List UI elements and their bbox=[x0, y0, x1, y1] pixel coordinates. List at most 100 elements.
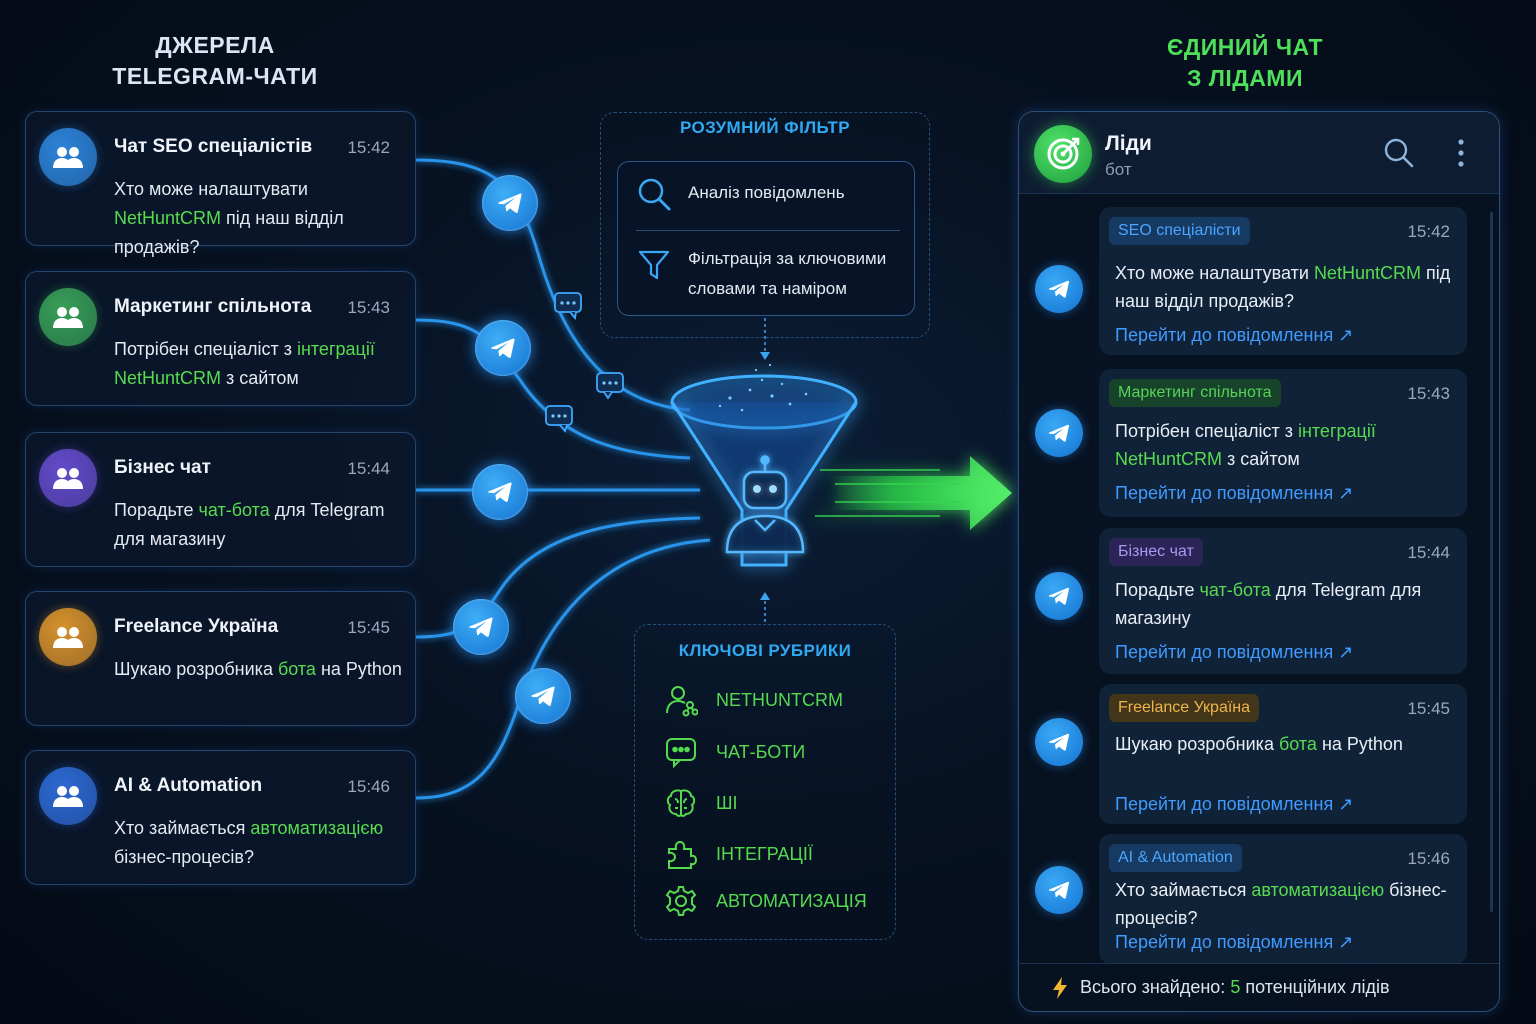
category-item: Інтеграції bbox=[664, 837, 813, 871]
group-avatar-icon bbox=[39, 608, 97, 666]
lead-time: 15:45 bbox=[1407, 699, 1450, 718]
filter-step-keywords: Фільтрація за ключовими словами та намір… bbox=[688, 249, 887, 298]
telegram-icon bbox=[1035, 866, 1083, 914]
go-to-message-link[interactable]: Перейти до повідомлення ↗ bbox=[1115, 325, 1354, 345]
message-text: Хто може налаштувати bbox=[1115, 263, 1314, 283]
message-text: з сайтом bbox=[221, 368, 299, 388]
target-icon bbox=[1047, 137, 1080, 170]
puzzle-icon bbox=[664, 837, 698, 871]
leads-total-count: 5 bbox=[1230, 977, 1241, 997]
category-label: NetHuntCRM bbox=[716, 689, 843, 710]
sources-heading: Джерела Telegram-чати bbox=[90, 30, 340, 92]
source-message: Хто займається автоматизацією бізнес-про… bbox=[114, 814, 414, 872]
lead-time: 15:42 bbox=[1407, 222, 1450, 241]
chat-scrollbar[interactable] bbox=[1490, 212, 1493, 912]
source-message: Хто може налаштувати NetHuntCRM під наш … bbox=[114, 175, 414, 262]
source-chat-name: Маркетинг спільнота bbox=[114, 296, 312, 317]
sources-heading-line-2: Telegram-чати bbox=[112, 63, 318, 89]
search-icon[interactable] bbox=[1383, 137, 1415, 169]
lead-message: Хто може налаштувати NetHuntCRM під наш … bbox=[1115, 259, 1455, 315]
lead-message: Хто займається автоматизацією бізнес-про… bbox=[1115, 876, 1455, 932]
lead-time: 15:46 bbox=[1407, 849, 1450, 868]
gear-icon bbox=[664, 884, 698, 918]
telegram-icon bbox=[453, 599, 509, 655]
message-text: Шукаю розробника bbox=[114, 659, 278, 679]
filter-icon bbox=[638, 250, 670, 280]
user-network-icon bbox=[664, 683, 698, 717]
message-keyword: бота bbox=[277, 659, 316, 679]
lightning-icon bbox=[1053, 977, 1067, 999]
telegram-icon bbox=[472, 464, 528, 520]
lead-message: Порадьте чат-бота для Telegram для магаз… bbox=[1115, 576, 1455, 632]
brain-icon bbox=[664, 786, 698, 820]
telegram-icon bbox=[475, 320, 531, 376]
go-to-message-link[interactable]: Перейти до повідомлення ↗ bbox=[1115, 642, 1354, 662]
message-text: бізнес-процесів? bbox=[114, 847, 254, 867]
telegram-icon bbox=[1035, 265, 1083, 313]
message-text: Порадьте bbox=[114, 500, 199, 520]
message-text: Потрібен спеціаліст з bbox=[114, 339, 297, 359]
categories-title: Ключові рубрики bbox=[678, 641, 852, 660]
lead-source-tag: SEO спеціалісти bbox=[1109, 217, 1250, 245]
message-text: під наш відділ продажів? bbox=[1115, 263, 1451, 311]
go-to-message-link[interactable]: Перейти до повідомлення ↗ bbox=[1115, 483, 1354, 503]
message-text: з сайтом bbox=[1222, 449, 1300, 469]
green-arrow-icon bbox=[815, 456, 1012, 530]
filter-step-analyze: Аналіз повідомлень bbox=[688, 183, 845, 202]
message-keyword: інтеграції NetHuntCRM bbox=[114, 339, 375, 388]
source-time: 15:45 bbox=[347, 618, 390, 637]
bot-name: Ліди bbox=[1105, 132, 1152, 155]
message-keyword: чат-бота bbox=[1199, 580, 1271, 600]
category-item: ШІ bbox=[664, 786, 738, 820]
categories-box bbox=[634, 624, 896, 940]
telegram-icon bbox=[1035, 409, 1083, 457]
message-text: для Telegram для магазину bbox=[114, 500, 385, 549]
lead-source-tag: AI & Automation bbox=[1109, 844, 1242, 872]
group-avatar-icon bbox=[39, 288, 97, 346]
message-text: Хто може налаштувати bbox=[114, 179, 308, 199]
source-message: Шукаю розробника бота на Python bbox=[114, 655, 414, 684]
leads-heading-line-1: Єдиний чат bbox=[1166, 34, 1324, 60]
source-message: Порадьте чат-бота для Telegram для магаз… bbox=[114, 496, 414, 554]
source-time: 15:44 bbox=[347, 459, 390, 478]
message-keyword: NetHuntCRM bbox=[114, 208, 222, 228]
message-text: під наш відділ продажів? bbox=[114, 208, 344, 257]
bot-avatar[interactable] bbox=[1034, 125, 1092, 183]
leads-total-prefix: Всього знайдено: bbox=[1080, 977, 1231, 997]
go-to-message-link[interactable]: Перейти до повідомлення ↗ bbox=[1115, 932, 1354, 952]
message-keyword: бота bbox=[1278, 734, 1317, 754]
message-text: Шукаю розробника bbox=[1115, 734, 1279, 754]
filter-steps-panel bbox=[617, 161, 915, 316]
more-menu-icon[interactable] bbox=[1451, 137, 1471, 169]
robot-icon bbox=[725, 455, 805, 554]
message-text: Порадьте bbox=[1115, 580, 1200, 600]
source-chat-name: AI & Automation bbox=[114, 775, 263, 796]
message-text: для Telegram для магазину bbox=[1115, 580, 1422, 628]
lead-source-tag: Маркетинг спільнота bbox=[1109, 379, 1281, 407]
bot-subtitle: бот bbox=[1105, 160, 1132, 179]
lead-message: Шукаю розробника бота на Python bbox=[1115, 730, 1455, 758]
source-chat-name: Бізнес чат bbox=[114, 457, 211, 478]
telegram-icon bbox=[1035, 718, 1083, 766]
group-avatar-icon bbox=[39, 128, 97, 186]
lead-message: Потрібен спеціаліст з інтеграції NetHunt… bbox=[1115, 417, 1455, 473]
group-avatar-icon bbox=[39, 449, 97, 507]
telegram-icon bbox=[1035, 572, 1083, 620]
message-keyword: автоматизацією bbox=[250, 818, 384, 838]
lead-source-tag: Бізнес чат bbox=[1109, 538, 1203, 566]
source-chat-name: Freelance Україна bbox=[114, 616, 279, 637]
message-text: на Python bbox=[315, 659, 402, 679]
lead-time: 15:43 bbox=[1407, 384, 1450, 403]
go-to-message-link[interactable]: Перейти до повідомлення ↗ bbox=[1115, 794, 1354, 814]
